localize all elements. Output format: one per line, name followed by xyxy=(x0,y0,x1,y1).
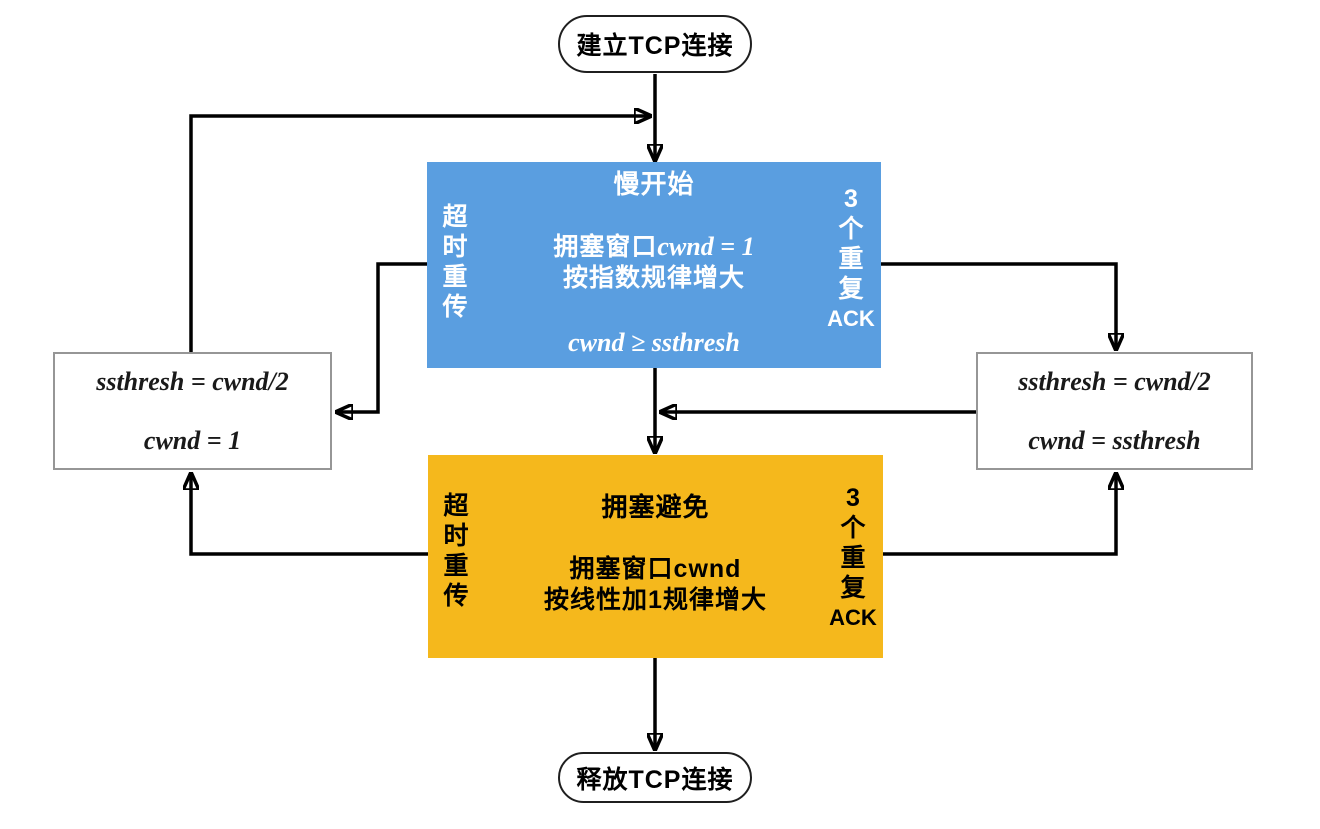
slow-start-dupack-chars: 个重复 xyxy=(838,215,864,303)
timeout-action-line2: cwnd = 1 xyxy=(143,426,242,455)
start-node: 建立TCP连接 xyxy=(558,15,752,73)
slow-start-exit-condition: cwnd ≥ ssthresh xyxy=(568,328,740,357)
slow-start-title: 慢开始 xyxy=(613,169,695,199)
congestion-avoidance-growth-rule: 按线性加1规律增大 xyxy=(544,586,767,614)
start-node-label: 建立TCP连接 xyxy=(576,32,734,60)
end-node-label: 释放TCP连接 xyxy=(576,765,734,794)
slow-start-body: 拥塞窗口cwnd = 1 按指数规律增大 xyxy=(553,231,754,294)
fast-recovery-action-line2: cwnd = ssthresh xyxy=(1028,426,1201,455)
congestion-avoidance-title: 拥塞避免 xyxy=(601,492,710,522)
slow-start-dupack-count: 3 xyxy=(844,185,858,213)
congestion-avoidance-dupack-count: 3 xyxy=(846,484,860,512)
end-node: 释放TCP连接 xyxy=(558,752,752,803)
connector-slow-start-dupack-to-fast-recovery-box xyxy=(881,262,1116,348)
slow-start-window-prefix: 拥塞窗口 xyxy=(553,233,658,261)
slow-start-window-line: 拥塞窗口cwnd = 1 xyxy=(553,231,754,263)
connector-congestion-avoidance-dupack-to-fast-recovery-box xyxy=(883,475,1116,556)
timeout-action-line1: ssthresh = cwnd/2 xyxy=(96,367,289,396)
connector-timeout-box-up-to-main-flow xyxy=(189,116,649,352)
connector-slow-start-timeout-to-timeout-box xyxy=(338,262,427,412)
slow-start-dupack-ack: ACK xyxy=(827,306,875,331)
slow-start-dupack-label: 3 个重复 ACK xyxy=(827,184,875,334)
congestion-avoidance-box: 拥塞避免 拥塞窗口cwnd 按线性加1规律增大 超时重传 3 个重复 ACK xyxy=(428,455,883,658)
congestion-avoidance-dupack-label: 3 个重复 ACK xyxy=(829,483,877,633)
congestion-avoidance-timeout-label: 超时重传 xyxy=(443,492,469,610)
congestion-avoidance-dupack-chars: 个重复 xyxy=(840,514,866,602)
congestion-avoidance-window-line: 拥塞窗口cwnd xyxy=(569,555,742,583)
fast-recovery-action-box: ssthresh = cwnd/2 cwnd = ssthresh xyxy=(976,352,1253,470)
congestion-avoidance-dupack-ack: ACK xyxy=(829,605,877,630)
timeout-action-box: ssthresh = cwnd/2 cwnd = 1 xyxy=(53,352,332,470)
slow-start-growth-rule: 按指数规律增大 xyxy=(562,264,745,292)
congestion-avoidance-body: 拥塞窗口cwnd 按线性加1规律增大 xyxy=(544,554,767,616)
slow-start-box: 慢开始 拥塞窗口cwnd = 1 按指数规律增大 cwnd ≥ ssthresh… xyxy=(427,162,881,368)
fast-recovery-action-line1: ssthresh = cwnd/2 xyxy=(1018,367,1211,396)
slow-start-window-math: cwnd = 1 xyxy=(657,232,755,261)
slow-start-timeout-label: 超时重传 xyxy=(442,203,468,321)
connector-congestion-avoidance-timeout-to-timeout-box xyxy=(191,475,428,556)
